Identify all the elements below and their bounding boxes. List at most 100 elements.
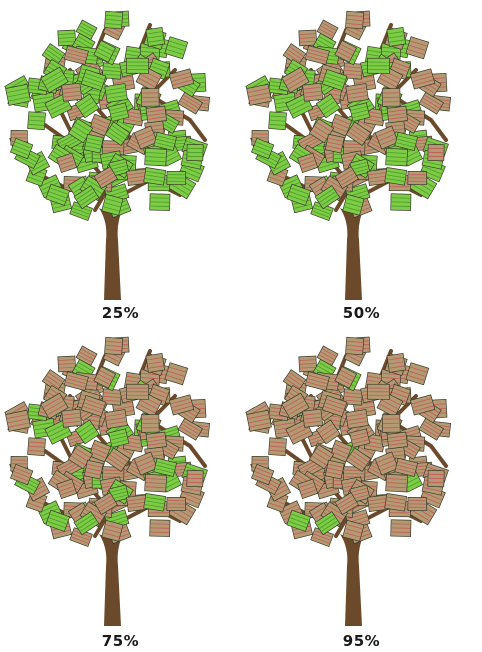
leaf-brown: [407, 171, 427, 186]
leaf-brown: [324, 133, 345, 154]
leaf-brown: [418, 417, 444, 441]
leaf-brown: [79, 501, 108, 528]
leaf-brown: [329, 113, 353, 137]
leaf-brown: [321, 395, 348, 417]
leaf-brown: [281, 66, 310, 94]
leaf-brown: [394, 457, 419, 478]
leaf-brown: [384, 493, 408, 512]
leaf-brown: [88, 113, 112, 137]
leaf-brown: [101, 519, 124, 542]
leaf-green: [27, 111, 46, 131]
leaf-brown: [367, 383, 390, 400]
leaf-green: [104, 121, 131, 146]
tree-panel-50: 50%: [241, 0, 482, 326]
tree-illustration: [4, 336, 211, 626]
leaf-green: [149, 193, 171, 211]
leaf-brown: [345, 336, 365, 356]
leaf-brown: [27, 437, 46, 457]
leaf-green: [342, 193, 365, 216]
leaf-green: [384, 167, 408, 186]
leaf-green: [186, 143, 204, 162]
leaf-green: [390, 193, 412, 211]
tree-panel-25: 25%: [0, 0, 241, 326]
leaf-brown: [282, 43, 307, 66]
leaf-brown: [41, 369, 66, 392]
leaf-brown: [334, 40, 358, 63]
leaf-green: [349, 158, 371, 177]
leaf-green: [108, 484, 130, 503]
leaf-brown: [386, 352, 406, 373]
leaf-brown: [268, 437, 287, 457]
leaf-brown: [80, 395, 107, 417]
leaf-green: [5, 83, 31, 106]
leaf-brown: [101, 388, 122, 406]
leaf-green: [74, 419, 100, 445]
panel-label: 95%: [342, 632, 381, 650]
leaf-brown: [75, 345, 98, 366]
leaf-green: [93, 40, 117, 63]
tree-trunk: [99, 206, 124, 300]
leaf-green: [83, 133, 104, 154]
leaf-brown: [386, 105, 409, 124]
leaf-green: [268, 111, 287, 131]
leaf-brown: [93, 366, 117, 389]
leaf-brown: [381, 88, 401, 107]
leaf-brown: [342, 519, 365, 542]
leaf-green: [126, 57, 149, 74]
leaf-green: [153, 457, 178, 478]
leaf-brown: [345, 83, 369, 103]
leaf-brown: [302, 408, 324, 428]
leaf-brown: [381, 414, 401, 433]
leaf-brown: [126, 383, 149, 400]
leaf-green: [57, 29, 77, 47]
leaf-brown: [104, 409, 128, 429]
leaf-brown: [282, 369, 307, 392]
leaf-green: [367, 57, 390, 74]
leaf-brown: [61, 408, 83, 428]
leaf-brown: [304, 371, 330, 392]
tree-illustration: [4, 10, 211, 300]
tree-trunk: [340, 532, 365, 626]
tree-panel-75: 75%: [0, 326, 241, 652]
leaf-brown: [250, 463, 275, 486]
leaf-green: [108, 428, 130, 448]
leaf-brown: [56, 478, 78, 500]
leaf-green: [385, 147, 409, 167]
leaf-brown: [315, 419, 341, 445]
leaf-brown: [88, 439, 112, 463]
leaf-green: [143, 167, 167, 186]
leaf-brown: [374, 125, 399, 150]
leaf-brown: [63, 45, 89, 66]
panel-label: 25%: [101, 304, 140, 322]
panel-label: 50%: [342, 304, 381, 322]
leaf-green: [41, 43, 66, 66]
tree-canopy: [245, 10, 452, 222]
leaf-brown: [345, 121, 372, 146]
tree-canopy: [245, 336, 452, 548]
leaf-brown: [367, 168, 391, 186]
leaf-brown: [145, 431, 168, 450]
leaf-brown: [409, 394, 436, 416]
leaf-brown: [93, 492, 118, 516]
leaf-brown: [246, 409, 272, 432]
leaf-green: [74, 93, 100, 119]
leaf-brown: [9, 463, 34, 486]
leaf-brown: [5, 409, 31, 432]
leaf-brown: [329, 439, 353, 463]
leaf-brown: [56, 152, 78, 174]
tree-panel-95: 95%: [241, 326, 482, 652]
leaf-green: [166, 171, 186, 186]
leaf-brown: [297, 478, 319, 500]
leaf-brown: [405, 362, 430, 386]
leaf-green: [386, 26, 406, 47]
leaf-brown: [104, 336, 124, 356]
leaf-brown: [324, 459, 345, 480]
leaf-brown: [61, 82, 83, 102]
leaf-brown: [297, 152, 319, 174]
leaf-brown: [63, 371, 89, 392]
leaf-brown: [149, 519, 171, 537]
leaf-brown: [298, 29, 318, 47]
tree-trunk: [99, 532, 124, 626]
leaf-brown: [345, 409, 369, 429]
leaf-brown: [345, 10, 365, 30]
